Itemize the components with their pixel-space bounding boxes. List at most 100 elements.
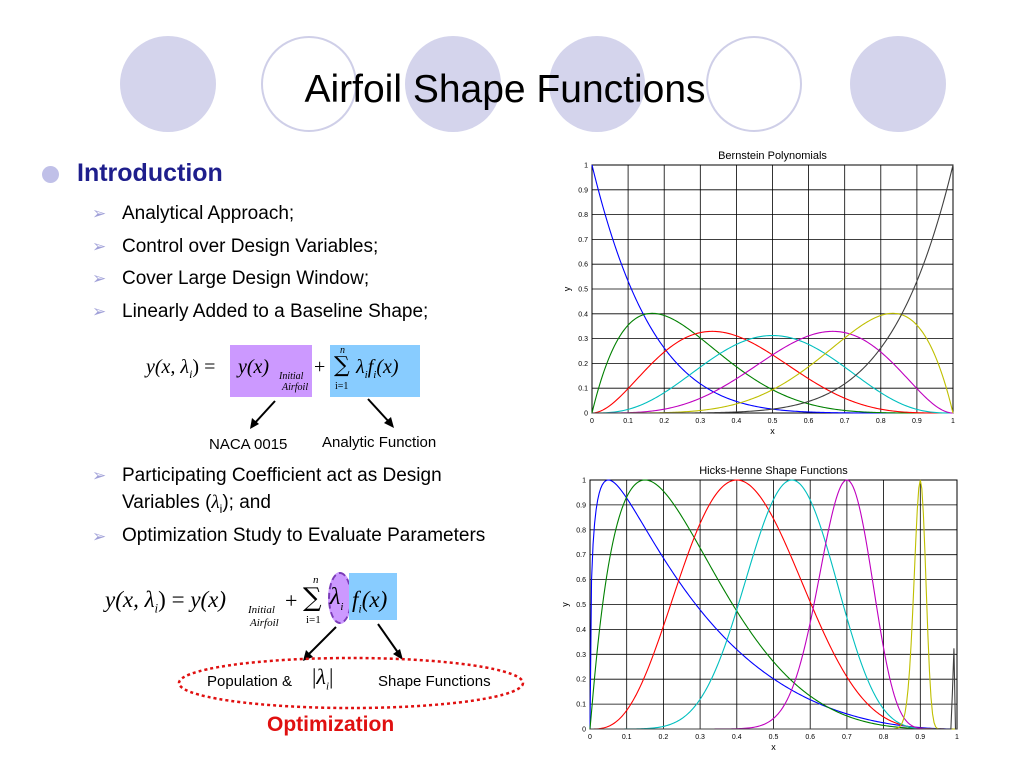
eq2-sum-top: n (313, 574, 319, 586)
eq-lhs-close: ) = (192, 356, 216, 378)
x-tick-label: 0.1 (623, 418, 633, 425)
intro-heading: Introduction (77, 159, 223, 187)
lambda-highlight (328, 572, 352, 624)
analytic-box (330, 345, 420, 397)
eq-sum-symbol: ∑ (334, 353, 350, 378)
intro-item-3: Cover Large Design Window; (122, 268, 370, 289)
x-tick-label: 0 (590, 418, 594, 425)
eq2-fn-sub: i (358, 601, 362, 616)
abs-lambda-sub: i (325, 680, 329, 693)
intro2-item-2: Optimization Study to Evaluate Parameter… (122, 525, 486, 546)
arrow-bullet-icon: ➢ (92, 269, 107, 288)
intro2-item-1: Participating Coefficient act as Design (122, 465, 442, 486)
baseline-box (230, 345, 312, 397)
eq-base: y(x) (238, 356, 270, 378)
arrow-bullet-icon: ➢ (92, 237, 107, 256)
x-tick-label: 0.4 (732, 418, 742, 425)
eq-lambda-sub: i (364, 369, 368, 381)
eq2-plus: + (285, 588, 298, 613)
label-shape-functions: Shape Functions (378, 673, 491, 690)
x-tick-label: 0.8 (876, 418, 886, 425)
y-tick-label: 0.7 (576, 552, 586, 559)
lambda-sub: i (219, 501, 223, 516)
series-line-4 (592, 334, 953, 414)
x-tick-label: 1 (955, 734, 959, 741)
y-tick-label: 0.9 (578, 187, 588, 194)
eq2-lhs: y(x, λ (105, 587, 155, 612)
eq2-lhs-sub: i (154, 600, 159, 616)
y-tick-label: 0 (582, 727, 586, 734)
y-tick-label: 0.7 (578, 237, 588, 244)
series-line-7 (590, 648, 957, 730)
y-tick-label: 0.3 (578, 336, 588, 343)
y-tick-label: 0.1 (576, 702, 586, 709)
decor-circle-4 (549, 36, 645, 132)
x-tick-label: 0.1 (622, 734, 632, 741)
x-tick-label: 0.2 (659, 418, 669, 425)
eq2-fn-sym: f (352, 587, 359, 612)
decor-circle-5 (706, 36, 802, 132)
y-tick-label: 0.4 (578, 311, 588, 318)
x-tick-label: 0.7 (842, 734, 852, 741)
chart-title: Hicks-Henne Shape Functions (699, 465, 848, 477)
y-tick-label: 0.8 (576, 527, 586, 534)
arrow-bullet-icon: ➢ (92, 466, 107, 485)
y-axis-label: y (560, 602, 570, 607)
eq-term: λifi(x) (356, 356, 399, 381)
x-tick-label: 0.6 (804, 418, 814, 425)
series-line-5 (592, 330, 954, 414)
label-analytic: Analytic Function (322, 434, 437, 451)
eq2-base-sub1: Initial (248, 604, 275, 616)
label-naca: NACA 0015 (209, 436, 288, 453)
x-tick-label: 0.4 (732, 734, 742, 741)
eq-fn-sub: i (373, 369, 377, 381)
chart-title: Bernstein Polynomials (718, 150, 827, 162)
eq-base-sub1: Initial (279, 371, 304, 382)
eq-lhs: y(x, λ (146, 356, 190, 378)
eq2-sum-symbol: ∑ (303, 583, 322, 613)
slide-title: Airfoil Shape Functions (304, 68, 706, 111)
series-line-3 (590, 479, 957, 730)
y-tick-label: 1 (584, 163, 588, 170)
series-line-1 (589, 479, 957, 730)
x-tick-label: 0.3 (695, 418, 705, 425)
eq2-base-sub2: Airfoil (250, 617, 279, 629)
eq2-fn-arg: (x) (361, 587, 388, 612)
y-tick-label: 0.1 (578, 386, 588, 393)
series-line-7 (592, 164, 954, 414)
eq-sum-top: n (340, 345, 345, 356)
bullet-dot (42, 166, 59, 183)
bernstein-chart: Bernstein Polynomials 0 0.1 0.2 0.3 0.4 0.5 0.6… (562, 150, 955, 436)
eq2-lhs-close: ) = (158, 587, 185, 612)
x-tick-label: 0.9 (912, 418, 922, 425)
eq2-lambda-sym: λ (330, 584, 341, 610)
arrow-bullet-icon: ➢ (92, 302, 107, 321)
eq2-base: y(x) (190, 587, 227, 612)
x-tick-label: 0.5 (768, 418, 778, 425)
y-tick-label: 0.8 (578, 212, 588, 219)
y-tick-label: 0.5 (576, 602, 586, 609)
x-tick-label: 0.2 (659, 734, 669, 741)
intro-item-2: Control over Design Variables; (122, 236, 379, 257)
equation-1: y(x, λi) = (146, 356, 215, 382)
arrow-bullet-icon: ➢ (92, 527, 107, 546)
y-tick-label: 0.3 (576, 652, 586, 659)
variables-close: ); and (222, 492, 271, 513)
arrow-bullet-icon: ➢ (92, 204, 107, 223)
lambda-symbol: λ (211, 492, 220, 513)
series-line-2 (589, 479, 957, 730)
x-tick-label: 0.9 (915, 734, 925, 741)
x-tick-label: 0.7 (840, 418, 850, 425)
series-line-4 (590, 479, 957, 730)
y-axis-label: y (562, 286, 572, 291)
intro-item-1: Analytical Approach; (122, 203, 295, 224)
shape-function-box (349, 573, 397, 620)
eq-sum-bot: i=1 (335, 381, 349, 392)
intro-item-4: Linearly Added to a Baseline Shape; (122, 301, 429, 322)
decor-circle-1 (120, 36, 216, 132)
x-axis-label: x (770, 426, 775, 436)
eq-base-sub2: Airfoil (282, 382, 309, 393)
y-tick-label: 0.4 (576, 627, 586, 634)
eq2-lambda: λi (330, 584, 343, 613)
